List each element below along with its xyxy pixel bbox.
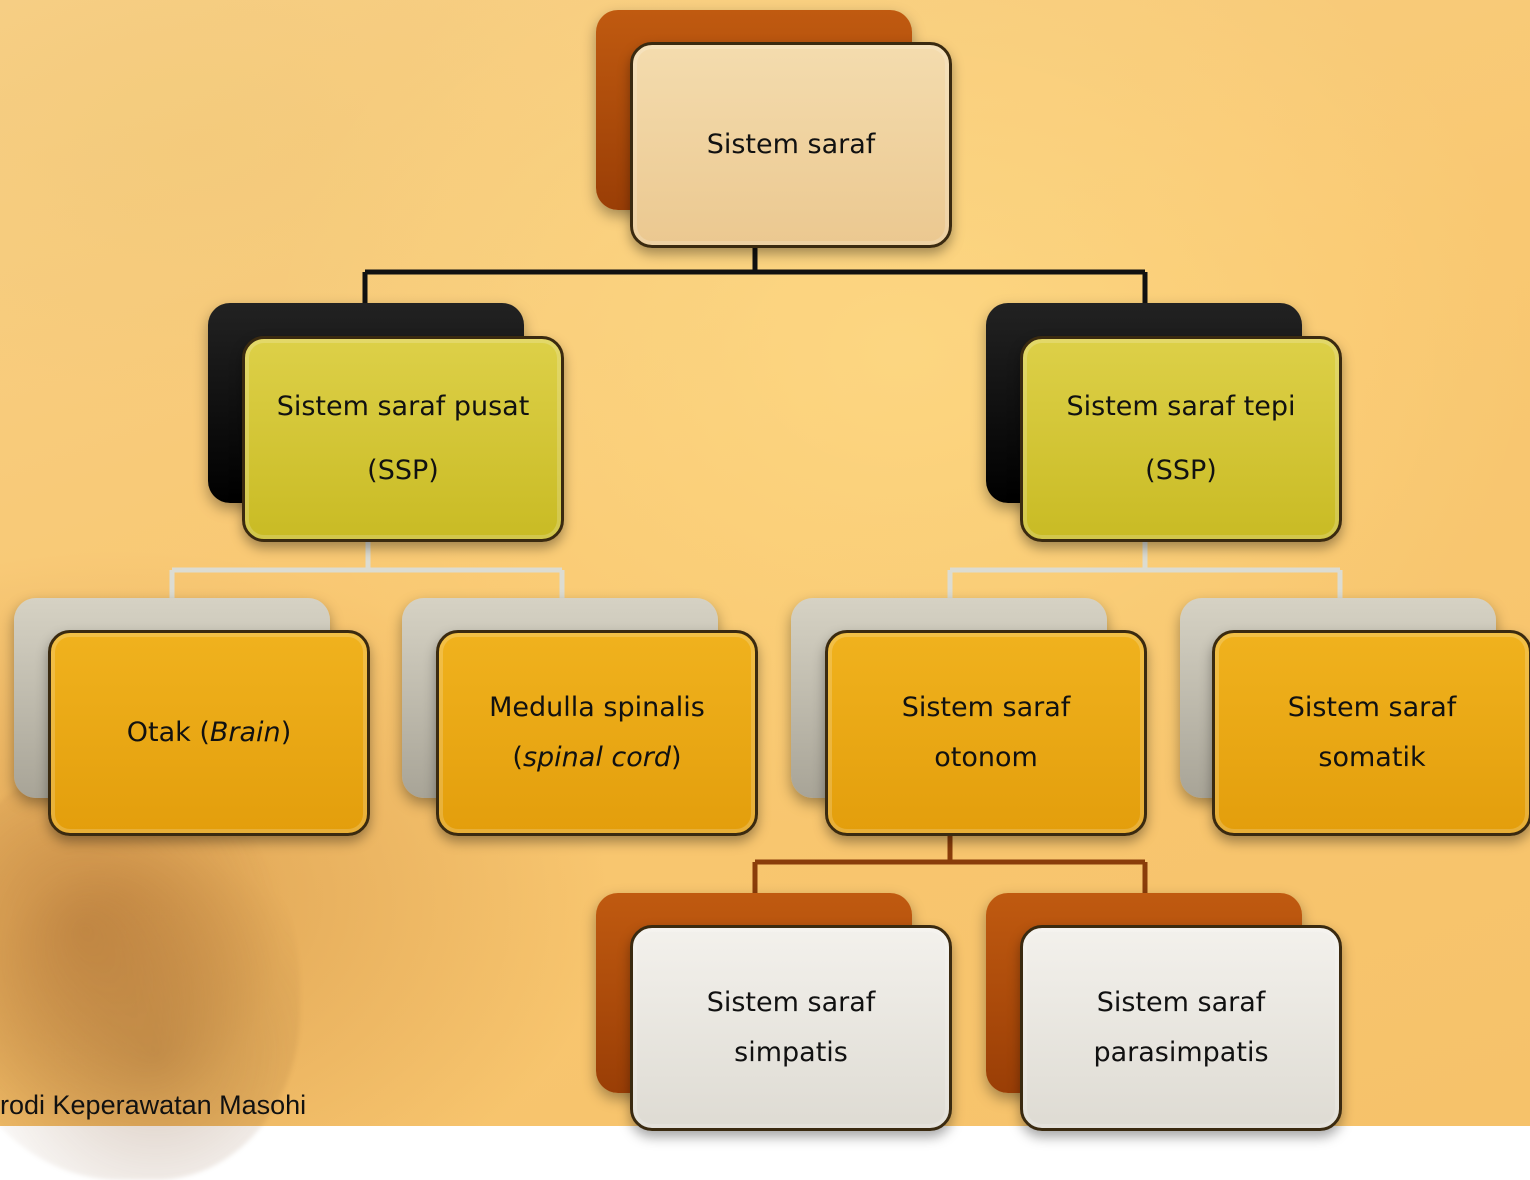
connector-lines [169, 225, 1343, 900]
node-box: Sistem saraf tepi (SSP) [1020, 336, 1342, 542]
node-sublabel: simpatis [734, 1037, 848, 1068]
node-box: Sistem saraf pusat (SSP) [242, 336, 564, 542]
connector-pusat-to-children [169, 540, 565, 605]
node-sublabel: (spinal cord) [512, 742, 682, 773]
node-box: Sistem saraf otonom [825, 630, 1147, 836]
node-box: Sistem saraf simpatis [630, 925, 952, 1131]
node-abbreviation: (SSP) [367, 455, 439, 486]
node-box: Medulla spinalis (spinal cord) [436, 630, 758, 836]
node-box: Otak (Brain) [48, 630, 370, 836]
node-sublabel: parasimpatis [1093, 1037, 1269, 1068]
node-sublabel: otonom [934, 742, 1038, 773]
node-label: Medulla spinalis [489, 692, 705, 724]
node-box: Sistem saraf somatik [1212, 630, 1530, 836]
node-label: Sistem saraf [1287, 692, 1457, 724]
node-label: Sistem saraf [706, 987, 876, 1019]
connector-otonom-to-children [752, 830, 1148, 900]
connector-tepi-to-children [947, 540, 1343, 605]
node-label: Sistem saraf [1096, 987, 1266, 1019]
node-box: Sistem saraf parasimpatis [1020, 925, 1342, 1131]
node-label: Sistem saraf [901, 692, 1071, 724]
node-box: Sistem saraf [630, 42, 952, 248]
node-label: Otak (Brain) [126, 717, 292, 749]
node-label: Sistem saraf [706, 129, 876, 161]
node-sublabel: somatik [1318, 742, 1426, 773]
node-label: Sistem saraf pusat [276, 391, 530, 423]
node-abbreviation: (SSP) [1145, 455, 1217, 486]
node-label: Sistem saraf tepi [1066, 391, 1296, 423]
connector-root-to-level2 [362, 225, 1148, 310]
footer-text: Prodi Keperawatan Masohi [0, 1090, 307, 1120]
